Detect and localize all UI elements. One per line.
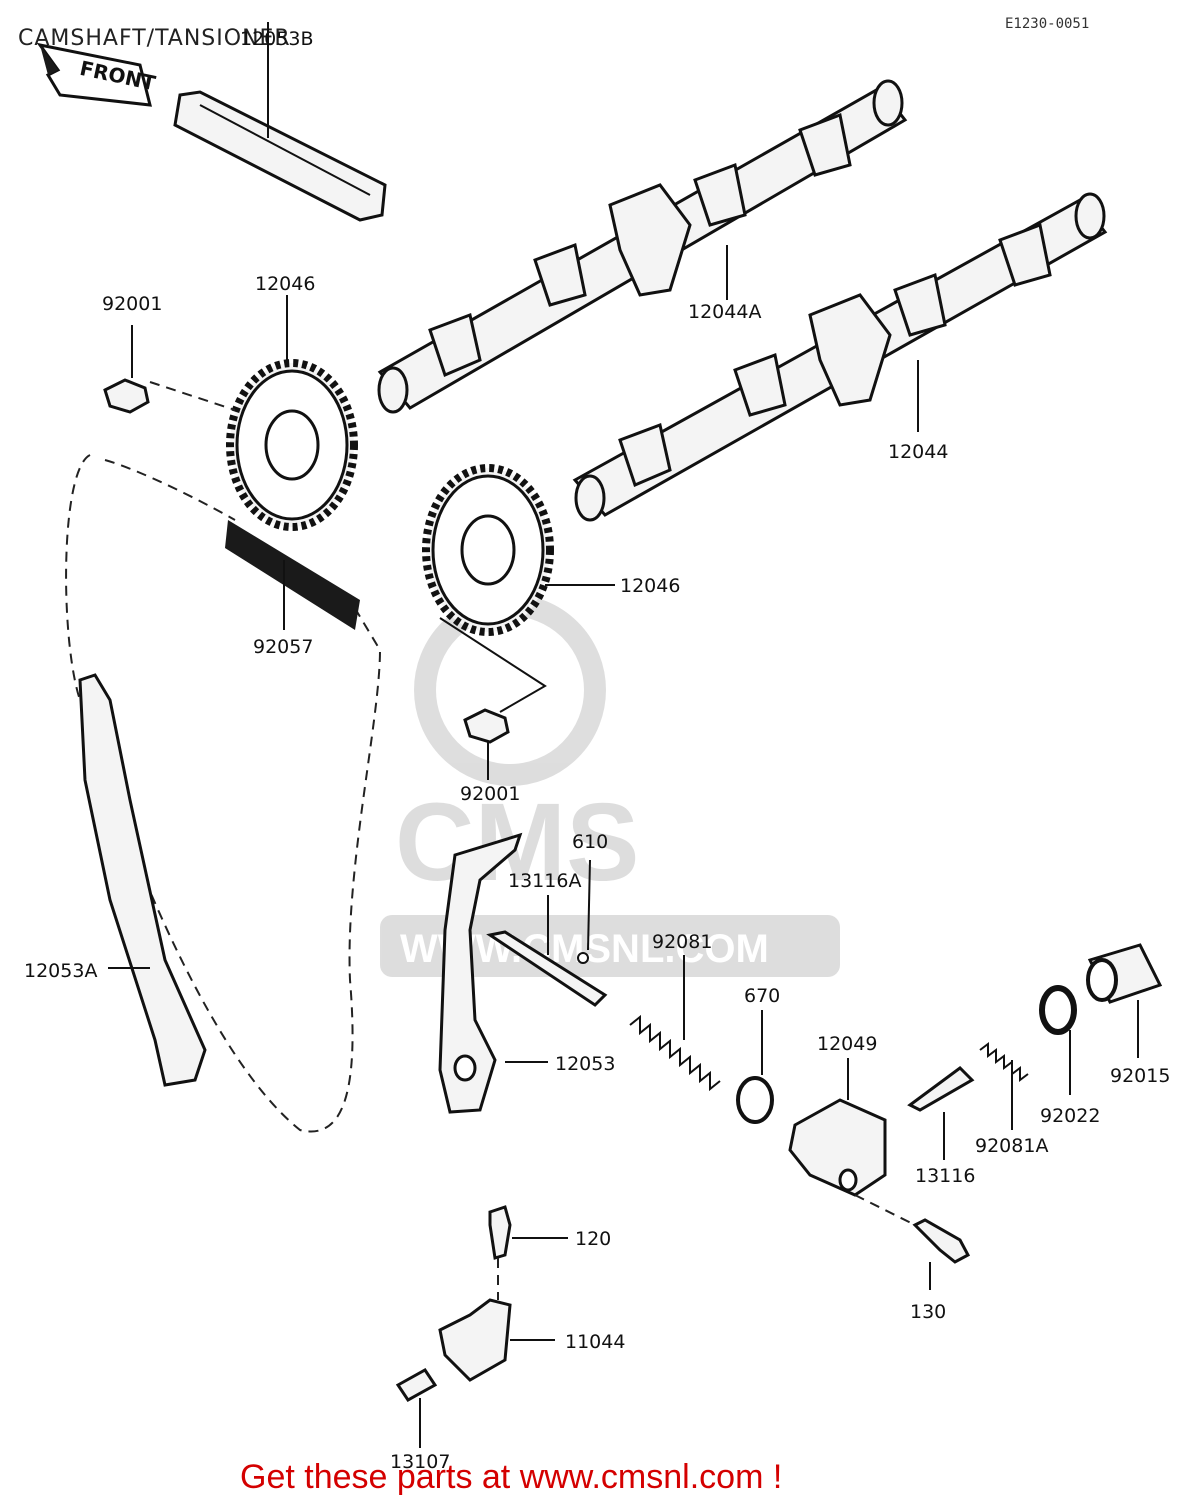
chain-guide-left-12053A [78,673,207,1087]
part-labels: 12053B 92001 12046 12044A 12044 12046 92… [24,28,1170,1473]
o-ring-670 [736,1010,774,1124]
label-92081: 92081 [652,931,712,953]
spring-92081A [979,1042,1029,1130]
label-92081A: 92081A [975,1135,1048,1157]
camshaft-12044 [572,192,1108,522]
chain-guide-top-12053B [173,22,387,222]
label-92015: 92015 [1110,1065,1170,1087]
bracket-11044 [438,1298,555,1382]
tensioner-body-12049 [788,1058,916,1226]
diagram-code: E1230-0051 [1005,16,1089,32]
bolt-92001-top [103,325,236,414]
label-120: 120 [575,1228,611,1250]
label-13116A: 13116A [508,870,581,892]
footer-cta[interactable]: Get these parts at www.cmsnl.com ! [240,1458,782,1496]
label-670: 670 [744,985,780,1007]
sprocket-mid-12046 [422,464,615,713]
label-92057: 92057 [253,636,313,658]
bolt-120 [488,1205,568,1300]
pin-13116A [486,895,608,1007]
diagram-title: CAMSHAFT/TANSIONER [18,26,291,51]
ball-610 [577,859,591,964]
label-92001-mid: 92001 [460,783,520,805]
dowel-pin-13107 [395,1368,438,1448]
camshaft-12044A [377,79,908,414]
label-12046-top: 12046 [255,273,315,295]
bolt-92001-mid [463,708,510,780]
label-12044: 12044 [888,441,948,463]
bolt-130 [912,1218,971,1290]
label-13107: 13107 [390,1451,450,1473]
label-12044A: 12044A [688,301,761,323]
label-12053: 12053 [555,1053,615,1075]
spring-92081 [629,955,721,1092]
front-arrow-icon: FRONT [36,42,158,107]
pushrod-13116 [907,1066,975,1160]
label-12053A: 12053A [24,960,97,982]
tensioner-arm-12053 [438,832,548,1114]
label-92022: 92022 [1040,1105,1100,1127]
cam-chain-92057 [65,454,382,1133]
label-610: 610 [572,831,608,853]
label-11044: 11044 [565,1331,625,1353]
label-12046-mid: 12046 [620,575,680,597]
label-130: 130 [910,1301,946,1323]
washer-92022 [1039,985,1077,1095]
label-12053B: 12053B [240,28,313,50]
label-92001-top: 92001 [102,293,162,315]
label-12049: 12049 [817,1033,877,1055]
label-13116: 13116 [915,1165,975,1187]
cap-92015 [1086,943,1163,1058]
sprocket-upper-12046 [226,295,358,531]
